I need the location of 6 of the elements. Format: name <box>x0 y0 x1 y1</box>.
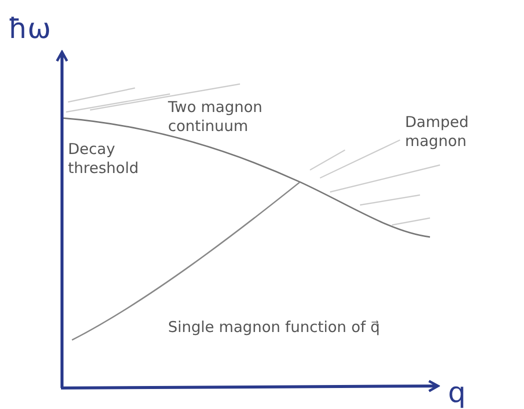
region-label: Two magnon continuum <box>168 98 264 136</box>
region-label: Damped magnon <box>405 113 470 151</box>
curve-label: Single magnon function of q⃗ <box>168 318 380 337</box>
axis-label: q <box>448 378 466 408</box>
axis-label: ħω <box>8 14 51 44</box>
curve-label: Decay threshold <box>68 140 140 178</box>
